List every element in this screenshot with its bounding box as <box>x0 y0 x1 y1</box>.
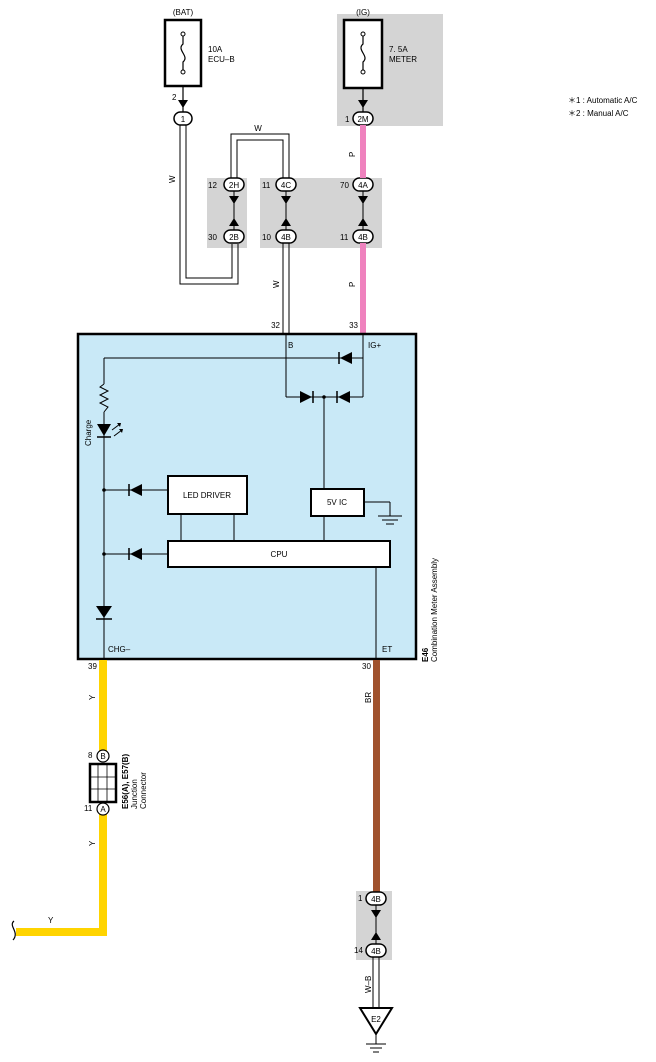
legend-note-1: ＊1 : Automatic A/C <box>568 96 638 105</box>
wire-br-label: BR <box>364 692 373 703</box>
svg-text:4B: 4B <box>281 233 291 242</box>
ic-5v-box <box>310 488 365 517</box>
wire-p-bottom <box>360 243 366 334</box>
junction-connector-code: E56(A), E57(B) <box>121 754 130 809</box>
junction-connector-line1: Junction <box>130 779 139 809</box>
wire-w-loop <box>230 133 290 180</box>
svg-text:14: 14 <box>354 946 363 955</box>
svg-text:11: 11 <box>340 233 349 242</box>
svg-text:4A: 4A <box>358 181 368 190</box>
meter-pin-b-num: 32 <box>271 321 280 330</box>
diode-icon-ig <box>338 352 352 364</box>
wire-p-label-1: P <box>348 152 357 157</box>
bat-fuse-name: ECU–B <box>208 55 235 64</box>
meter-pin-b: B <box>288 341 293 350</box>
meter-pin-et: ET <box>382 645 392 654</box>
svg-text:B: B <box>100 752 105 761</box>
ground-e2-label: E2 <box>371 1015 381 1024</box>
wire-w-loop-label: W <box>254 124 262 133</box>
svg-text:10: 10 <box>262 233 271 242</box>
bat-connector-id: 1 <box>181 115 186 124</box>
wire-p-top <box>360 125 366 178</box>
ig-fuse-icon <box>360 34 366 72</box>
bat-source-label: (BAT) <box>173 8 194 17</box>
ig-connector-id: 2M <box>357 115 368 124</box>
wire-w-b <box>282 243 290 334</box>
bat-fuse-rating: 10A <box>208 45 223 54</box>
svg-text:8: 8 <box>88 751 93 760</box>
wire-p-label-2: P <box>348 282 357 287</box>
meter-pin-chg: CHG– <box>108 645 131 654</box>
svg-text:1: 1 <box>358 894 363 903</box>
cpu-label: CPU <box>271 550 288 559</box>
bat-connector <box>173 111 193 126</box>
meter-pin-et-num: 30 <box>362 662 371 671</box>
diode-icon-chg <box>96 606 112 620</box>
wire-y <box>16 660 107 936</box>
ig-fuse-rating: 7. 5A <box>389 45 408 54</box>
svg-text:70: 70 <box>340 181 349 190</box>
wire-w-b-label: W <box>272 280 281 288</box>
wire-w-b-ground <box>372 957 380 1008</box>
ig-pin: 1 <box>345 115 350 124</box>
charge-label: Charge <box>84 419 93 446</box>
junction-arrows-bottom <box>371 905 381 944</box>
resistor-icon <box>98 383 110 413</box>
diode-icon-cpu <box>128 548 142 560</box>
meter-pin-ig-num: 33 <box>349 321 358 330</box>
wire-y-label-1: Y <box>88 694 97 700</box>
meter-title: Combination Meter Assembly <box>430 558 439 662</box>
ic-5v-label: 5V IC <box>327 498 347 507</box>
meter-code: E46 <box>421 647 430 662</box>
junction-4B-1: 1 4B <box>358 891 387 906</box>
svg-text:12: 12 <box>208 181 217 190</box>
wire-w-b-ground-label: W–B <box>364 976 373 993</box>
diode-icon-ig2 <box>336 391 350 403</box>
wire-br <box>373 660 380 892</box>
ground-icon-internal <box>378 515 402 525</box>
junction-connector: 8 B 11 A <box>84 749 118 816</box>
svg-text:11: 11 <box>84 804 93 813</box>
bat-fuse-icon <box>180 34 186 72</box>
led-driver-box <box>167 475 248 515</box>
svg-text:4B: 4B <box>371 895 381 904</box>
charge-led-icon <box>97 423 123 438</box>
ground-e2-icon <box>358 1007 394 1053</box>
cpu-box <box>167 540 391 568</box>
ig-source-label: (IG) <box>356 8 370 17</box>
diode-icon-led-driver <box>128 484 142 496</box>
led-driver-label: LED DRIVER <box>183 491 231 500</box>
svg-text:4B: 4B <box>358 233 368 242</box>
legend-note-2: ＊2 : Manual A/C <box>568 109 629 118</box>
wire-w-bat-label: W <box>168 175 177 183</box>
ig-fuse-name: METER <box>389 55 417 64</box>
svg-text:4B: 4B <box>371 947 381 956</box>
svg-text:A: A <box>100 805 106 814</box>
svg-text:30: 30 <box>208 233 217 242</box>
wire-y-label-3: Y <box>48 916 54 925</box>
svg-text:2B: 2B <box>229 233 239 242</box>
diode-icon-b <box>300 391 314 403</box>
meter-pin-ig: IG+ <box>368 341 381 350</box>
junction-connector-line2: Connector <box>139 772 148 809</box>
wire-break-icon <box>11 920 16 941</box>
bat-pin: 2 <box>172 93 177 102</box>
svg-text:4C: 4C <box>281 181 291 190</box>
svg-text:2H: 2H <box>229 181 239 190</box>
svg-text:11: 11 <box>262 181 271 190</box>
wire-w-bat <box>179 125 239 285</box>
meter-pin-chg-num: 39 <box>88 662 97 671</box>
wire-y-label-2: Y <box>88 840 97 846</box>
junction-arrows <box>229 191 368 230</box>
